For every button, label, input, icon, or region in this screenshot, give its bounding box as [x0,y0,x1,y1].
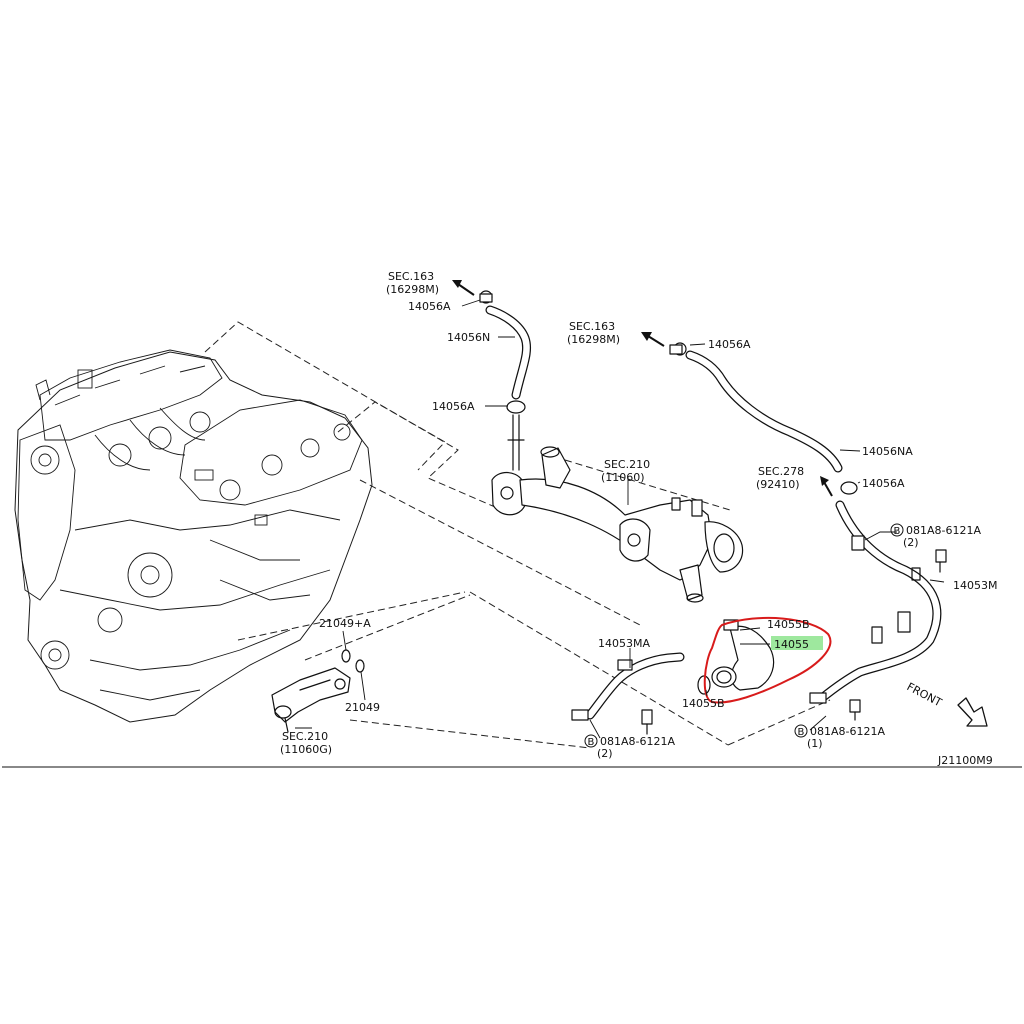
hose-14056N [479,290,532,471]
label-sec210-a: SEC.210 [604,458,650,471]
label-sec163-a: SEC.163 [388,270,434,283]
label-14056A-3: 14056A [708,338,751,351]
bolt-symbol-3 [794,724,808,738]
highlight-ring [703,616,832,704]
pipe-14053M [809,481,947,721]
label-14053MA: 14053MA [598,637,650,650]
label-14056A-4: 14056A [862,477,905,490]
label-14055B-2: 14055B [682,697,725,710]
engine-block [14,349,373,723]
bolt-symbol-2 [584,734,598,748]
label-21049A: 21049+A [319,617,371,630]
dashed-assembly-lines [204,321,831,749]
hose-14055 [697,619,775,695]
label-bolt-2-qty: (2) [597,747,613,760]
label-sec278-ref: (92410) [756,478,800,491]
thermostat-housing [271,667,351,733]
label-sec163-b: SEC.163 [569,320,615,333]
o-rings-21049 [341,649,365,673]
bolt-symbol-1-letter: B [894,526,901,537]
label-sec210-b-ref: (11060G) [280,743,332,756]
label-14056A-1: 14056A [408,300,451,313]
label-bolt-3: 081A8-6121A [810,725,885,738]
label-bolt-2: 081A8-6121A [600,735,675,748]
hose-14056NA [669,342,843,473]
label-bolt-1: 081A8-6121A [906,524,981,537]
label-front: FRONT [905,680,945,709]
label-14055: 14055 [774,638,809,651]
label-bolt-3-qty: (1) [807,737,823,750]
label-sec210-b: SEC.210 [282,730,328,743]
labels: SEC.163 (16298M) 14056A 14056N 14056A SE… [280,270,997,767]
label-diagram-code: J21100M9 [937,754,993,767]
label-14056NA: 14056NA [862,445,913,458]
label-14055B-1: 14055B [767,618,810,631]
label-14056A-2: 14056A [432,400,475,413]
label-14056N: 14056N [447,331,490,344]
water-outlet-assembly [491,446,744,603]
label-sec163-a-ref: (16298M) [386,283,439,296]
pipe-14053MA [571,652,685,735]
label-sec163-b-ref: (16298M) [567,333,620,346]
front-arrow-icon [957,697,988,727]
label-bolt-1-qty: (2) [903,536,919,549]
bolt-symbol-3-letter: B [798,727,805,738]
bolt-symbol-2-letter: B [588,737,595,748]
label-sec210-a-ref: (11060) [601,471,645,484]
direction-arrows [452,280,833,497]
label-sec278: SEC.278 [758,465,804,478]
highlight-label-box [771,636,823,650]
label-14053M: 14053M [953,579,997,592]
label-21049: 21049 [345,701,380,714]
bolt-symbol-1 [890,523,904,537]
